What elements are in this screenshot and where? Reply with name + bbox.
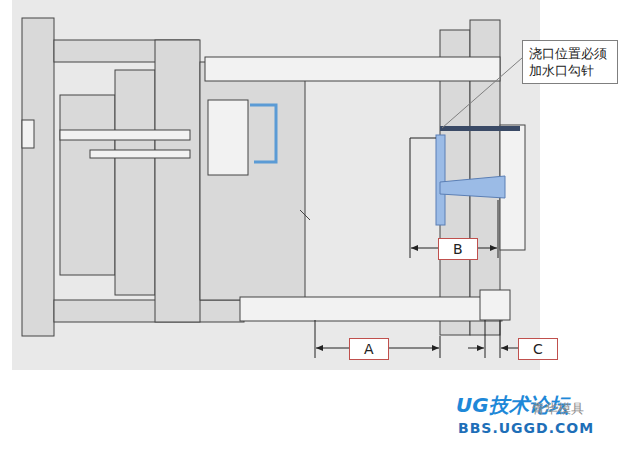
node-text: 浇口位置必须加水口勾针 bbox=[529, 45, 611, 79]
dimension-label: B bbox=[438, 238, 478, 260]
watermark-url: BBS.UGGD.COM bbox=[458, 420, 594, 436]
callout-box: 浇口位置必须加水口勾针 bbox=[522, 40, 618, 84]
node-text: B bbox=[453, 241, 463, 257]
watermark: 青华模具 bbox=[532, 400, 584, 418]
dimension-label: A bbox=[349, 338, 389, 360]
node-text: C bbox=[533, 341, 543, 357]
node-text: A bbox=[364, 341, 374, 357]
dimension-label: C bbox=[518, 338, 558, 360]
